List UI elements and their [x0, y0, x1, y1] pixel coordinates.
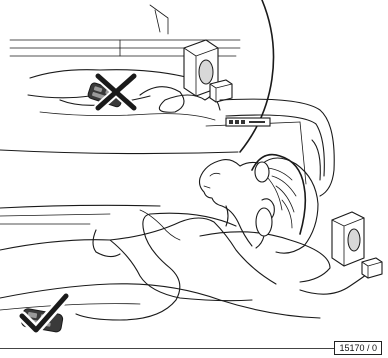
- reference-code: 15170 / 0: [334, 341, 382, 355]
- footer-rule: [0, 348, 348, 349]
- speaker-icon: [332, 212, 382, 278]
- inset-circle-edge: [240, 0, 273, 152]
- speaker-icon: [184, 40, 232, 102]
- main-scene: [0, 158, 370, 320]
- headphones-icon: [252, 155, 305, 248]
- scanner-gantry: [206, 99, 334, 196]
